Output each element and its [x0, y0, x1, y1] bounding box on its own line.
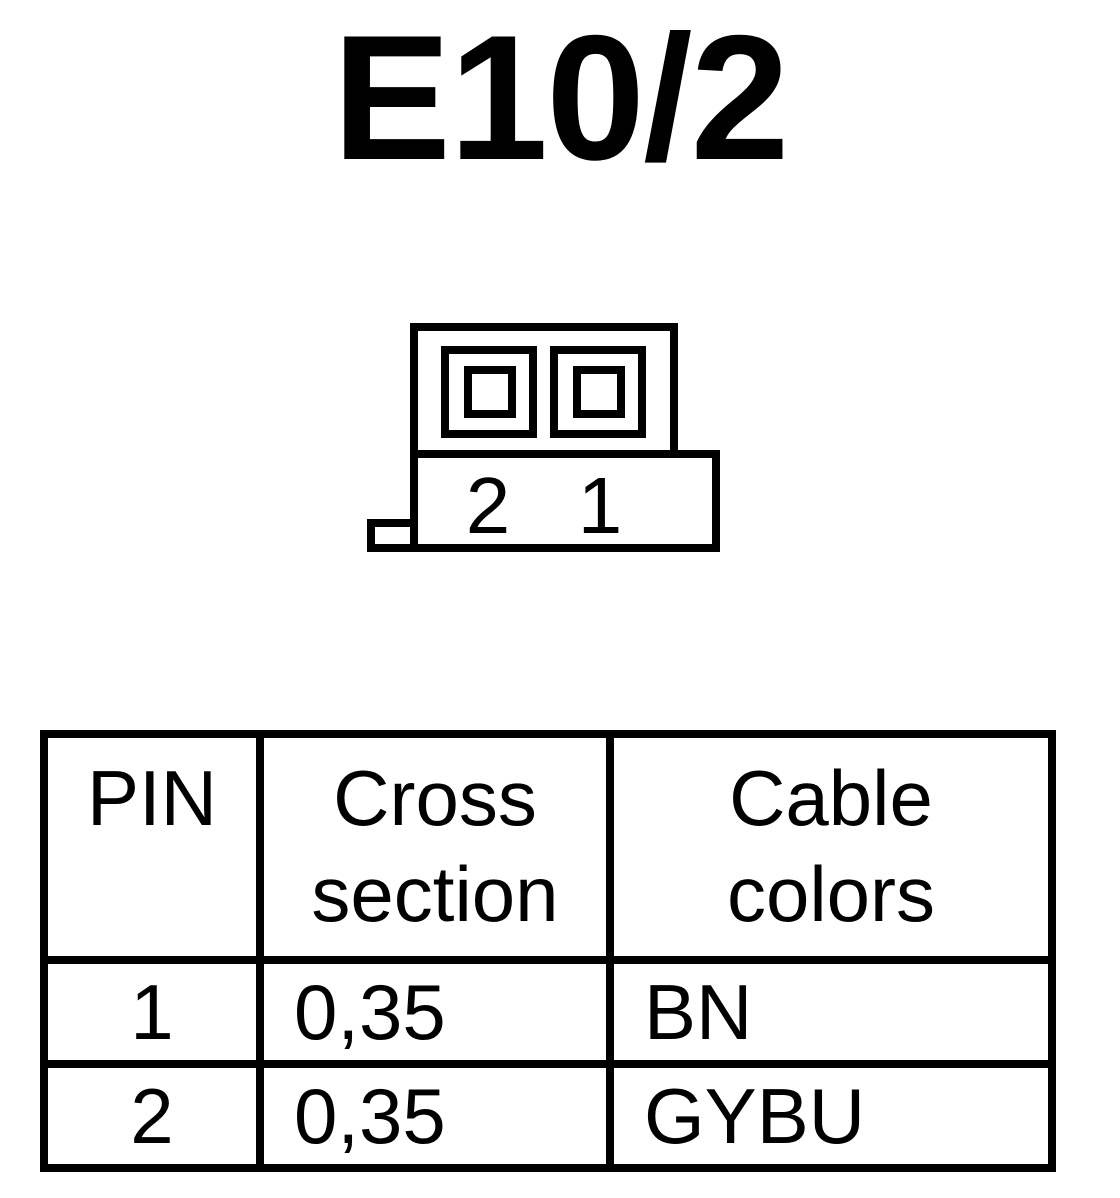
header-color-line2: colors: [726, 850, 936, 938]
table-row: 1 0,35 BN: [40, 956, 1056, 1068]
header-cross-line1: Cross: [333, 754, 537, 842]
connector-latch-tab: [367, 519, 418, 552]
pin-assignment-table: PIN Cross section Cable colors 1 0,35 BN…: [40, 730, 1056, 1172]
connector-title: E10/2: [332, 0, 789, 197]
cell-cable-color: BN: [606, 956, 1056, 1068]
header-pin: PIN: [40, 730, 264, 964]
cell-pin: 1: [40, 956, 264, 1068]
cell-cross-section: 0,35: [256, 956, 614, 1068]
pin-cavity-1-outer: [550, 346, 646, 438]
cell-pin: 2: [40, 1060, 264, 1172]
pin-label-2: 2: [466, 461, 511, 550]
header-cross-section: Cross section: [256, 730, 614, 964]
pin-cavity-1-inner: [573, 366, 625, 418]
table-header-row: PIN Cross section Cable colors: [40, 730, 1056, 964]
header-color-line1: Cable: [729, 754, 933, 842]
header-cable-colors: Cable colors: [606, 730, 1056, 964]
connector-base: [410, 450, 720, 552]
table-row: 2 0,35 GYBU: [40, 1060, 1056, 1172]
pin-cavity-2-inner: [464, 366, 516, 418]
pin-label-1: 1: [578, 461, 623, 550]
pin-cavity-2-outer: [441, 346, 537, 438]
cell-cable-color: GYBU: [606, 1060, 1056, 1172]
header-pin-label: PIN: [86, 754, 218, 842]
header-cross-line2: section: [311, 850, 559, 938]
cell-cross-section: 0,35: [256, 1060, 614, 1172]
